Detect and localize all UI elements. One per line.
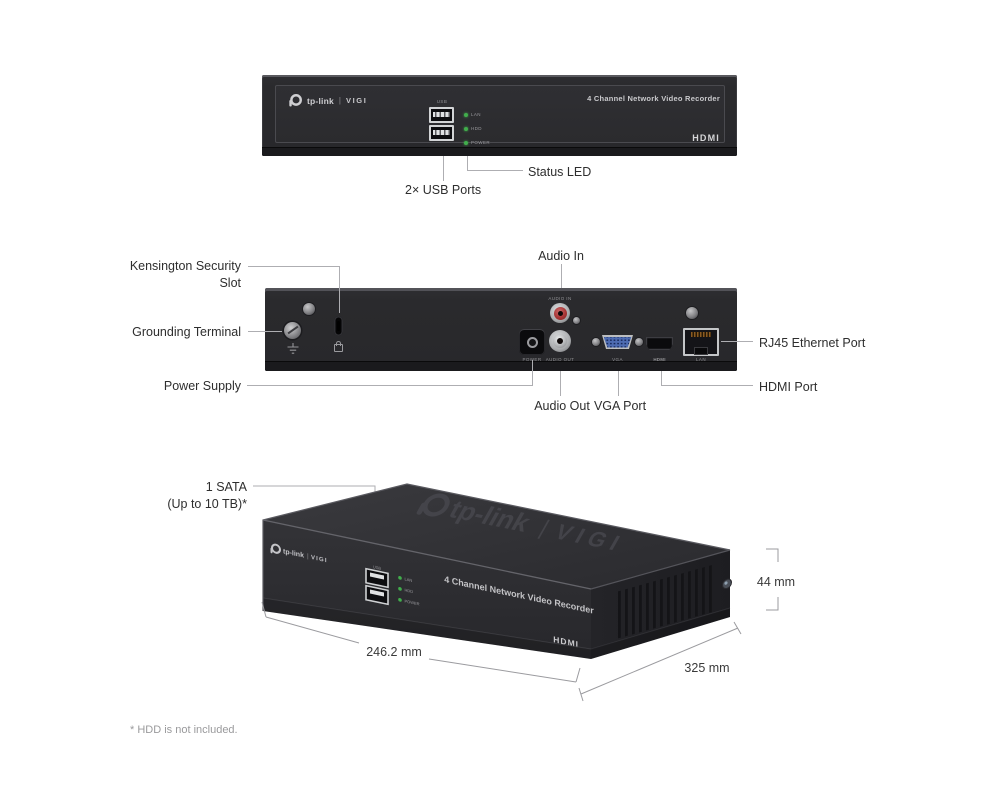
callout-status-led: Status LED bbox=[528, 165, 592, 179]
ground-icon bbox=[287, 343, 299, 354]
dim-depth-lines bbox=[578, 621, 742, 702]
leader-kensington-v bbox=[339, 266, 340, 313]
usb-port-1 bbox=[429, 107, 454, 123]
led-power: POWER bbox=[464, 140, 490, 145]
usb-label: USB bbox=[436, 99, 448, 104]
rear-panel-view: AUDIO IN POWER AUDIO OUT VGA HDMI LAN bbox=[265, 288, 737, 371]
usb-tongue bbox=[433, 130, 450, 135]
iso-leds: LAN HDD POWER bbox=[398, 576, 420, 607]
led-hdd: HDD bbox=[464, 126, 482, 131]
callout-audio-out: Audio Out bbox=[534, 399, 590, 413]
svg-text:LAN: LAN bbox=[405, 576, 413, 583]
grounding-terminal bbox=[284, 322, 301, 339]
leader-status-v bbox=[467, 156, 468, 171]
leader-audio-in bbox=[561, 264, 562, 288]
iso-brand-logo: tp-link | VIGI bbox=[270, 543, 328, 564]
callout-vga: VGA Port bbox=[593, 399, 647, 413]
footnote: * HDD is not included. bbox=[130, 724, 238, 736]
chassis-base bbox=[262, 147, 737, 156]
sub-brand-text: VIGI bbox=[345, 96, 368, 105]
brand-divider: | bbox=[338, 96, 341, 105]
audio-out-label: AUDIO OUT bbox=[545, 357, 575, 362]
tp-link-icon bbox=[289, 94, 302, 107]
dim-width-label: 246.2 mm bbox=[366, 645, 422, 659]
brand-logo: tp-link | VIGI bbox=[288, 93, 367, 108]
screw-icon bbox=[303, 303, 315, 315]
vga-port bbox=[602, 335, 633, 349]
front-inner-panel bbox=[275, 85, 725, 143]
hdmi-logo: HDMI bbox=[692, 133, 720, 143]
svg-text:tp-link: tp-link bbox=[283, 548, 304, 559]
chassis-base bbox=[265, 361, 737, 371]
leader-kensington-h bbox=[248, 266, 339, 267]
callout-audio-in: Audio In bbox=[538, 249, 584, 263]
audio-in-port bbox=[550, 303, 570, 323]
leader-status-h bbox=[467, 170, 523, 171]
screw-icon bbox=[635, 338, 643, 346]
kensington-slot bbox=[334, 316, 343, 336]
vga-label: VGA bbox=[612, 357, 623, 362]
power-label: POWER bbox=[517, 357, 547, 362]
front-panel-view: tp-link | VIGI 4 Channel Network Video R… bbox=[262, 75, 737, 156]
leader-power-h bbox=[247, 385, 533, 386]
callout-grounding: Grounding Terminal bbox=[132, 325, 241, 339]
leader-rj45 bbox=[721, 341, 753, 342]
callout-sata-line2: (Up to 10 TB)* bbox=[167, 497, 247, 511]
lan-port bbox=[683, 328, 719, 356]
screw-icon bbox=[686, 307, 698, 319]
iso-usb-label: USB bbox=[373, 564, 382, 571]
svg-text:POWER: POWER bbox=[405, 598, 420, 606]
leader-power-v bbox=[532, 360, 533, 385]
power-port bbox=[519, 329, 545, 355]
leader-vga bbox=[618, 371, 619, 396]
callout-rj45: RJ45 Ethernet Port bbox=[759, 336, 866, 350]
audio-in-label: AUDIO IN bbox=[548, 296, 572, 301]
hdmi-port bbox=[646, 337, 673, 350]
svg-text:HDD: HDD bbox=[405, 587, 414, 594]
led-dot bbox=[464, 140, 468, 145]
leader-hdmi-h bbox=[661, 385, 753, 386]
screw-icon bbox=[573, 317, 580, 324]
leader-audio-out bbox=[560, 371, 561, 396]
callout-hdmi: HDMI Port bbox=[759, 380, 818, 394]
iso-vents bbox=[618, 565, 732, 639]
usb-port-2 bbox=[429, 125, 454, 141]
audio-out-port bbox=[549, 330, 571, 352]
callout-usb-ports: 2× USB Ports bbox=[405, 183, 482, 197]
hdmi-port-label: HDMI bbox=[653, 357, 666, 362]
dim-width-lines bbox=[261, 601, 581, 683]
callout-power: Power Supply bbox=[163, 379, 241, 393]
dim-depth-label: 325 mm bbox=[684, 661, 729, 675]
svg-text:VIGI: VIGI bbox=[311, 555, 328, 564]
led-dot bbox=[464, 112, 468, 117]
screw-icon bbox=[592, 338, 600, 346]
lan-label: LAN bbox=[696, 357, 706, 362]
dim-height-label: 44 mm bbox=[757, 575, 795, 589]
callout-sata-line1: 1 SATA bbox=[206, 480, 248, 494]
iso-front-face bbox=[263, 520, 591, 659]
leader-grounding bbox=[248, 331, 282, 332]
front-product-title: 4 Channel Network Video Recorder bbox=[587, 94, 720, 103]
leader-hdmi-v bbox=[661, 371, 662, 386]
led-dot bbox=[464, 126, 468, 131]
svg-text:|: | bbox=[307, 553, 309, 560]
dim-height-lines bbox=[766, 548, 779, 611]
brand-text: tp-link bbox=[307, 95, 334, 106]
callout-kensington: Kensington Security Slot bbox=[129, 259, 241, 290]
lock-icon bbox=[334, 341, 343, 352]
usb-tongue bbox=[433, 112, 450, 117]
iso-top-face bbox=[263, 484, 730, 589]
leader-usb bbox=[443, 156, 444, 181]
led-lan: LAN bbox=[464, 112, 481, 117]
